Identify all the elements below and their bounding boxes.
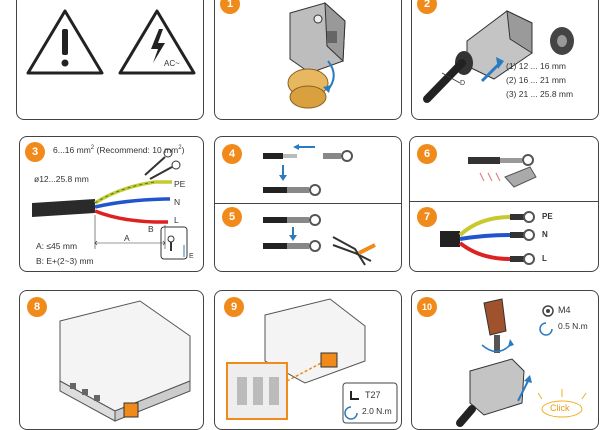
warning-triangle-icon xyxy=(26,9,104,75)
pe-wire-label: PE xyxy=(174,179,186,189)
step-3-panel: 3 6...16 mm2 (Recommend: 10 mm2) ø12...2… xyxy=(19,136,204,272)
step-1-badge: 1 xyxy=(220,0,240,14)
l-wire-label: L xyxy=(174,215,179,225)
screwdriver-icon xyxy=(481,298,514,353)
dim-a-value: A: ≤45 mm xyxy=(36,241,78,251)
size-range-3: (3) 21 ... 25.8 mm xyxy=(506,89,574,99)
screw-size-label: M4 xyxy=(558,305,571,315)
pe-terminal-label: PE xyxy=(542,212,553,221)
torx-wrench-icon xyxy=(342,382,398,424)
torx-size-label: T27 xyxy=(365,390,381,400)
step-3-badge: 3 xyxy=(25,142,45,162)
step-5-badge: 5 xyxy=(222,207,242,227)
step-9-badge: 9 xyxy=(224,297,244,317)
inverter-wiring-illustration xyxy=(226,298,366,420)
dim-a-marker: A xyxy=(124,233,130,243)
step-7-badge: 7 xyxy=(417,207,437,227)
size-range-2: (2) 16 ... 21 mm xyxy=(506,75,566,85)
step-6-7-panel: 6 7 PE N L xyxy=(409,136,599,272)
dim-b-value: B: E+(2~3) mm xyxy=(36,256,94,266)
step-4-badge: 4 xyxy=(222,144,242,164)
stripped-cable-illustration xyxy=(32,148,188,260)
cable-gland-illustration xyxy=(423,10,574,103)
size-range-1: (1) 12 ... 16 mm xyxy=(506,61,566,71)
step-10-panel: 10 M4 0.5 N.m Click xyxy=(411,290,599,430)
step-8-panel: 8 xyxy=(19,290,204,430)
click-label: Click xyxy=(550,403,570,413)
dim-e-marker: E xyxy=(189,253,194,260)
step-9-panel: 9 T27 2.0 N.m xyxy=(214,290,402,430)
screw-head-icon xyxy=(539,305,554,336)
cross-section-label: 6...16 mm2 (Recommend: 10 mm2) xyxy=(53,145,185,155)
step-6-badge: 6 xyxy=(417,144,437,164)
torque-10-label: 0.5 N.m xyxy=(558,321,588,331)
terminated-wires-illustration xyxy=(440,211,535,265)
terminal-crimp-illustration xyxy=(263,214,376,266)
inverter-illustration xyxy=(59,300,191,422)
n-terminal-label: N xyxy=(542,230,548,239)
terminal-insert-illustration xyxy=(263,144,353,196)
torque-9-label: 2.0 N.m xyxy=(362,406,392,416)
step-2-panel: 2 D (1) 12 ... 16 mm (2) 16 ... 21 mm (3… xyxy=(411,0,599,120)
step-2-badge: 2 xyxy=(417,0,437,14)
step-8-badge: 8 xyxy=(27,297,47,317)
step-divider-2 xyxy=(410,201,598,202)
ac-connector-illustration xyxy=(287,1,346,109)
heat-shrink-illustration xyxy=(468,154,537,188)
step-divider xyxy=(215,203,401,204)
step-10-badge: 10 xyxy=(417,297,437,317)
ac-label: AC~ xyxy=(164,59,180,68)
n-wire-label: N xyxy=(174,197,181,207)
electric-shock-icon xyxy=(118,9,196,75)
warning-panel: AC~ xyxy=(16,0,204,120)
click-burst-icon xyxy=(537,389,587,418)
step-1-panel: 1 xyxy=(214,0,402,120)
cable-diameter-label: ø12...25.8 mm xyxy=(34,174,89,184)
step-4-5-panel: 4 5 xyxy=(214,136,402,272)
l-terminal-label: L xyxy=(542,254,547,263)
dim-b-marker: B xyxy=(148,224,154,234)
diameter-callout: D xyxy=(460,80,466,87)
